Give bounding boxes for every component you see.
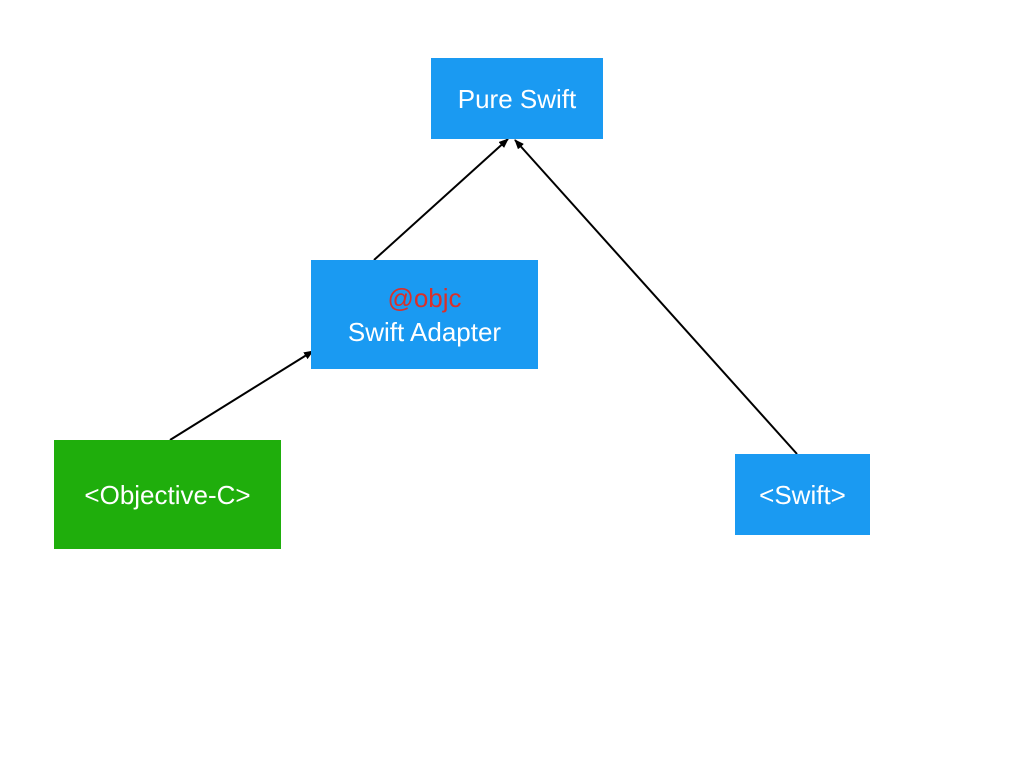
- swift-label: <Swift>: [759, 479, 846, 510]
- swift-node: <Swift>: [735, 454, 870, 535]
- pure-swift-node: Pure Swift: [431, 58, 603, 139]
- objective-c-label: <Objective-C>: [84, 479, 251, 510]
- objective-c-node: <Objective-C>: [54, 440, 281, 549]
- swift-adapter-label: Swift Adapter: [347, 316, 502, 347]
- edge-objc-to-adapter: [169, 350, 314, 441]
- swift-adapter-node: @objc Swift Adapter: [311, 260, 538, 369]
- edge-swift-to-pure-swift: [514, 139, 798, 455]
- pure-swift-label: Pure Swift: [457, 83, 577, 114]
- edge-adapter-to-pure-swift: [373, 138, 509, 261]
- objc-annotation: @objc: [387, 282, 462, 313]
